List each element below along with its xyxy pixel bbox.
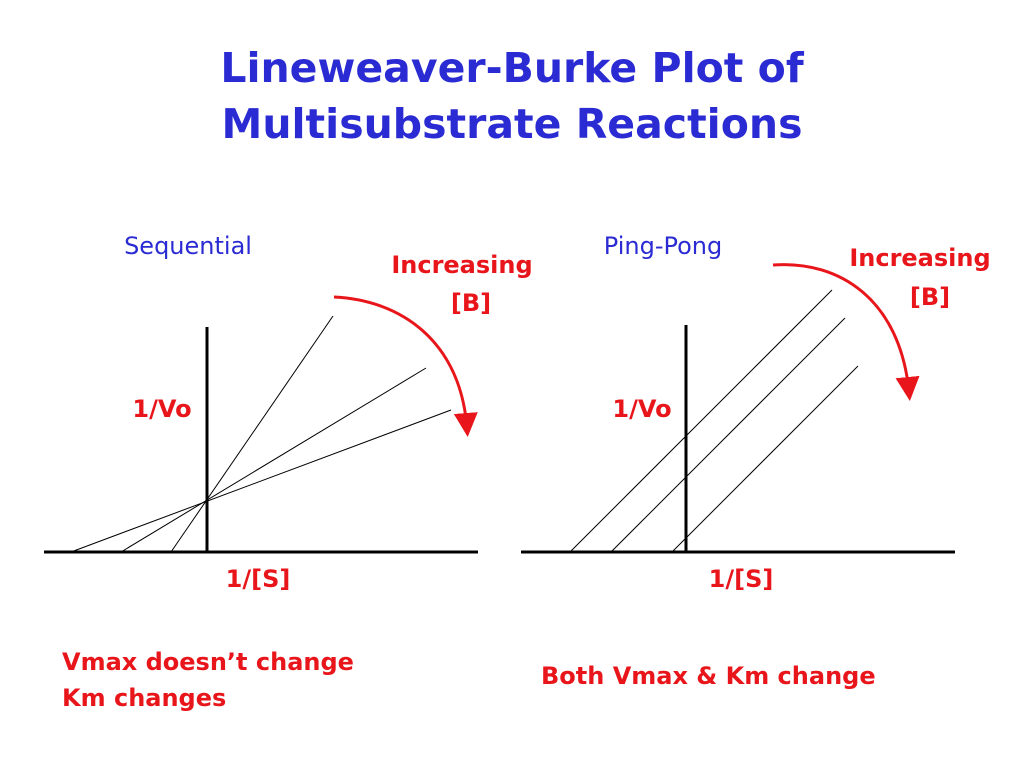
ping-pong-panel: Ping-Pong 1/Vo 1/[S] Increasing [B] [521, 232, 991, 593]
plot-line-3 [70, 409, 452, 553]
arrow-label-line-2: [B] [451, 289, 491, 317]
plot-line-2 [120, 367, 427, 553]
sequential-heading: Sequential [124, 232, 252, 260]
plot-line-3 [671, 365, 859, 553]
arrow-label-line-1: Increasing [391, 251, 532, 279]
y-axis-label: 1/Vo [612, 395, 671, 423]
arrow-label-line-1: Increasing [849, 244, 990, 272]
ping-pong-caption: Both Vmax & Km change [541, 658, 876, 694]
title-line-1: Lineweaver-Burke Plot of [220, 44, 804, 92]
title-line-2: Multisubstrate Reactions [221, 100, 803, 148]
curved-arrow-icon [772, 263, 920, 401]
plot-line-1 [170, 315, 334, 553]
arrow-label-line-2: [B] [910, 283, 950, 311]
ping-pong-heading: Ping-Pong [604, 232, 722, 260]
caption-line: Both Vmax & Km change [541, 662, 876, 690]
caption-line: Km changes [62, 684, 227, 712]
plot-line-1 [569, 289, 833, 553]
page-title: Lineweaver-Burke Plot of Multisubstrate … [0, 40, 1024, 152]
x-axis-label: 1/[S] [226, 565, 291, 593]
sequential-caption: Vmax doesn’t change Km changes [62, 644, 354, 716]
x-axis-label: 1/[S] [709, 565, 774, 593]
plot-line-2 [610, 317, 846, 553]
caption-line: Vmax doesn’t change [62, 648, 354, 676]
sequential-panel: Sequential 1/Vo 1/[S] Increasing [B] [44, 232, 533, 593]
y-axis-label: 1/Vo [132, 395, 191, 423]
curved-arrow-icon [333, 295, 478, 437]
